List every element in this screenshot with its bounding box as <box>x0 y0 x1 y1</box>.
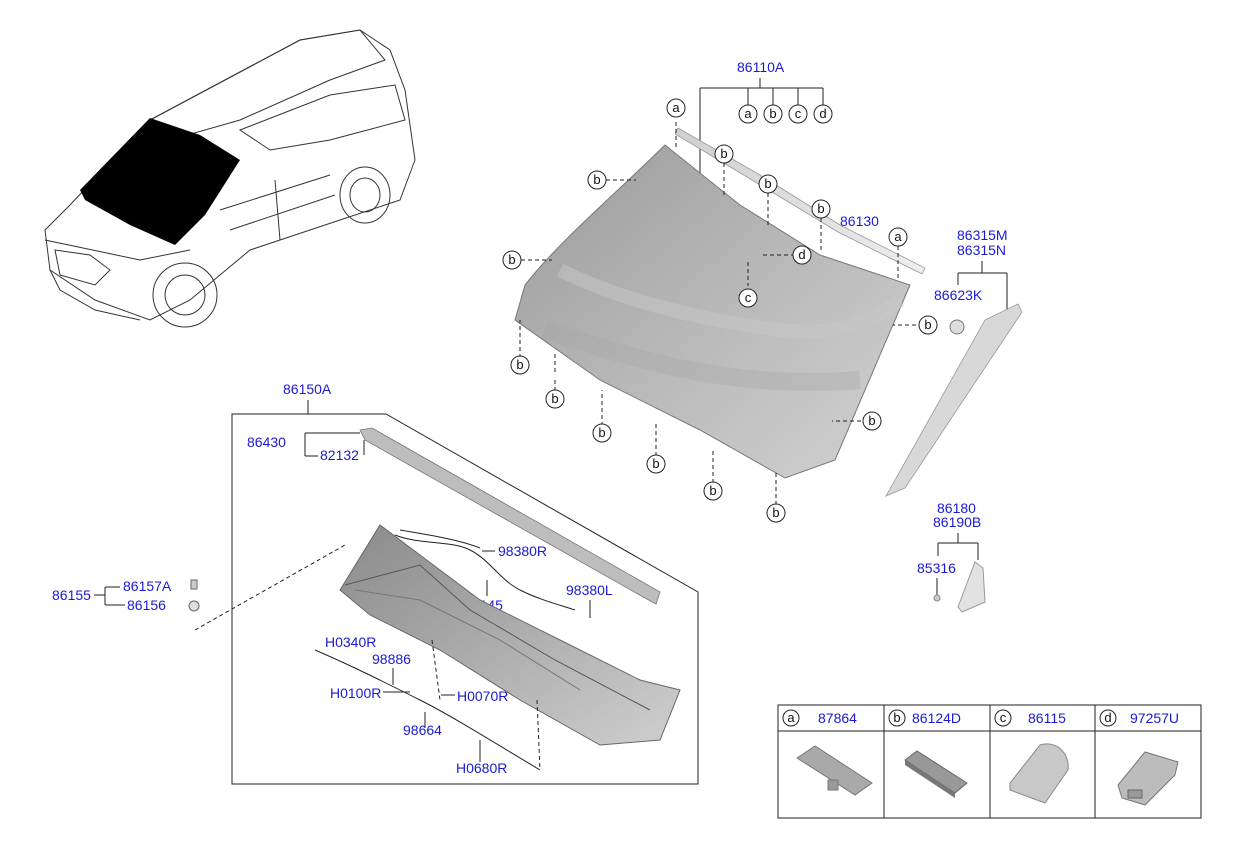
glass-callouts: a b b b b a b d c b b b b b b b b <box>502 98 938 523</box>
cowl-top-panel <box>339 524 681 746</box>
svg-text:b: b <box>508 252 515 267</box>
cowl-assy-frame <box>231 413 699 785</box>
svg-text:b: b <box>593 172 600 187</box>
legend-letter: a <box>787 710 795 725</box>
callout-letter: c <box>795 106 802 121</box>
svg-text:b: b <box>516 357 523 372</box>
legend-part-a-image <box>796 745 873 796</box>
legend-part: 86115 <box>1028 710 1066 726</box>
part-number-98886: 98886 <box>372 651 411 667</box>
part-number-86156: 86156 <box>127 597 166 613</box>
legend-part: 97257U <box>1130 710 1179 726</box>
svg-text:c: c <box>745 290 752 305</box>
legend-table: a 87864 b 86124D c 86115 d 97257U <box>777 704 1202 819</box>
part-number-86110A: 86110A <box>737 59 785 75</box>
svg-text:b: b <box>598 425 605 440</box>
part-number-85316: 85316 <box>917 560 956 576</box>
legend-letter: d <box>1104 710 1111 725</box>
svg-text:b: b <box>709 483 716 498</box>
bolt-icon <box>190 579 198 590</box>
callout-letter: b <box>769 106 776 121</box>
part-number-86155: 86155 <box>52 587 91 603</box>
legend-part: 86124D <box>912 710 961 726</box>
part-number-86157A: 86157A <box>123 578 172 594</box>
part-number-86180: 86180 <box>937 500 976 516</box>
callout-letter: a <box>744 106 752 121</box>
svg-text:b: b <box>764 176 771 191</box>
legend-part-c-image <box>1009 743 1069 804</box>
svg-text:b: b <box>924 317 931 332</box>
part-number-86315M: 86315M <box>957 227 1008 243</box>
callout-letter: d <box>819 106 826 121</box>
svg-text:b: b <box>817 201 824 216</box>
legend-part: 87864 <box>818 710 857 726</box>
assy-callouts: a b c d <box>738 104 833 124</box>
svg-text:a: a <box>672 100 680 115</box>
svg-text:b: b <box>720 146 727 161</box>
legend-part-b-image <box>904 750 968 798</box>
part-number-86150A: 86150A <box>283 381 332 397</box>
cowl-weatherstrip <box>359 427 661 605</box>
svg-text:b: b <box>551 391 558 406</box>
part-number-98664: 98664 <box>403 722 442 738</box>
part-number-86190B: 86190B <box>933 514 981 530</box>
part-number-86315N: 86315N <box>957 242 1006 258</box>
part-number-82132: 82132 <box>320 447 359 463</box>
pillar-cover <box>957 561 986 613</box>
part-number-98380R: 98380R <box>498 543 547 559</box>
part-number-86430: 86430 <box>247 434 286 450</box>
part-number-86130: 86130 <box>840 213 879 229</box>
legend-letter: b <box>893 710 900 725</box>
part-number-H0680R: H0680R <box>456 760 507 776</box>
legend-part-d-image <box>1117 751 1179 806</box>
part-number-H0340R: H0340R <box>325 634 376 650</box>
legend-letter: c <box>1000 710 1007 725</box>
clip-86623K <box>949 319 965 335</box>
svg-text:a: a <box>894 229 902 244</box>
top-moulding-strip <box>674 127 926 275</box>
nut-icon <box>188 600 200 612</box>
svg-text:b: b <box>772 505 779 520</box>
part-number-H0070R: H0070R <box>457 688 508 704</box>
part-number-86623K: 86623K <box>934 287 983 303</box>
svg-text:b: b <box>652 456 659 471</box>
vehicle-illustration <box>44 29 416 328</box>
hood-highlight <box>80 118 240 245</box>
svg-text:d: d <box>798 247 805 262</box>
side-moulding-pillar <box>885 303 1023 497</box>
part-number-H0100R: H0100R <box>330 685 381 701</box>
part-number-98380L: 98380L <box>566 582 613 598</box>
windshield-glass-shape <box>514 144 911 479</box>
windshield-assy-label: 86110A <box>699 59 824 185</box>
svg-text:b: b <box>868 413 875 428</box>
